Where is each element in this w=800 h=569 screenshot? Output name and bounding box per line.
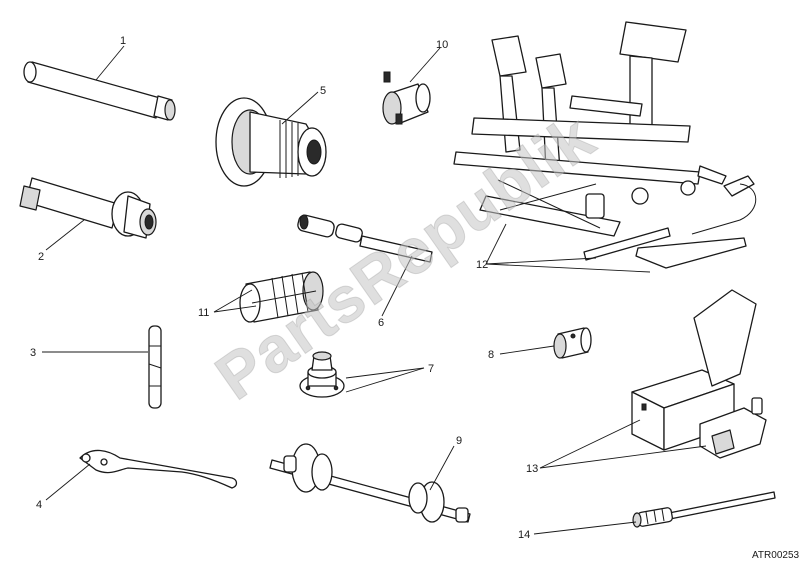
part-5-puller (215, 97, 327, 187)
part-11-sleeve (239, 271, 324, 323)
part-8-bush (553, 327, 592, 359)
callout-3: 3 (30, 347, 36, 359)
part-9-axle (269, 443, 471, 523)
part-10-collar (382, 71, 431, 125)
part-4-hook-wrench (79, 449, 238, 489)
callout-6: 6 (378, 317, 384, 329)
part-12-stand (453, 21, 757, 269)
part-13-case (631, 289, 767, 459)
callout-14: 14 (518, 529, 530, 541)
drawing-code: ATR00253 (752, 550, 800, 561)
part-3-pin (148, 325, 162, 409)
callout-10: 10 (436, 39, 448, 51)
part-2-shaft (19, 177, 157, 239)
callout-8: 8 (488, 349, 494, 361)
callout-2: 2 (38, 251, 44, 263)
part-6-bar (297, 214, 433, 263)
part-7-fixture (299, 351, 345, 398)
callout-12: 12 (476, 259, 488, 271)
callout-1: 1 (120, 35, 126, 47)
callout-9: 9 (456, 435, 462, 447)
callout-numbers: 1 2 3 4 5 6 7 8 9 10 11 12 13 14 (30, 35, 538, 541)
callout-11: 11 (198, 307, 209, 319)
callout-5: 5 (320, 85, 326, 97)
part-14-probe (632, 491, 776, 528)
callout-7: 7 (428, 363, 434, 375)
leader-lines (42, 45, 707, 535)
callout-4: 4 (36, 499, 42, 511)
callout-13: 13 (526, 463, 538, 475)
part-1-tube (23, 61, 176, 121)
